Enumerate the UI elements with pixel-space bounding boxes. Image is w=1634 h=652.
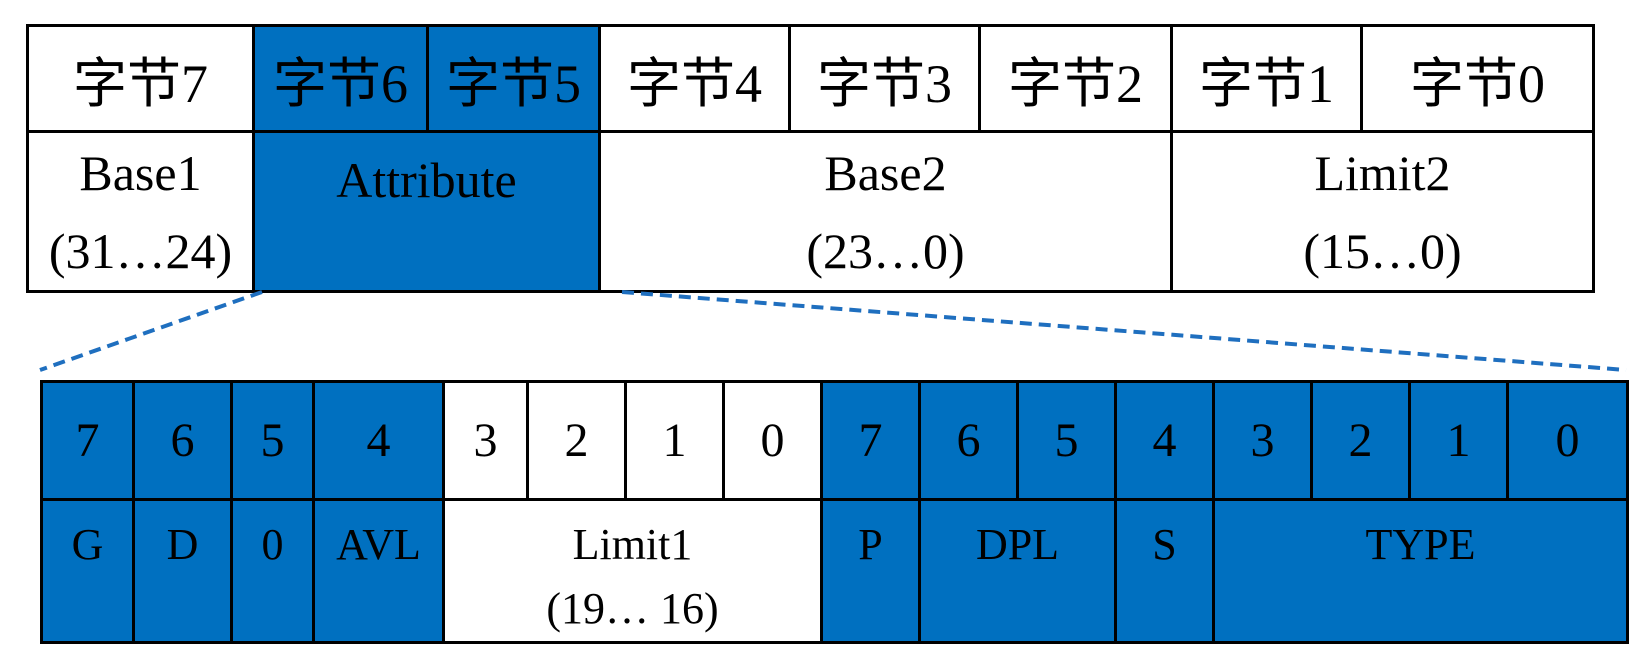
bit-cell: 2	[1310, 380, 1411, 501]
bit-cell: 6	[918, 380, 1019, 501]
field-name: Limit2	[1314, 144, 1451, 201]
bit-cell: 1	[1408, 380, 1509, 501]
bit-cell: 0	[722, 380, 823, 501]
bit-header-row: 7 6 5 4 3 2 1 0 7 6 5 4 3 2 1 0	[40, 380, 1629, 501]
bit-cell: 4	[312, 380, 445, 501]
field-attribute: Attribute	[252, 130, 601, 293]
byte-cell: 字节2	[978, 24, 1173, 133]
byte-cell: 字节5	[426, 24, 601, 133]
bit-cell: 1	[624, 380, 725, 501]
field-range: (23…0)	[806, 222, 965, 279]
bit-cell: 5	[230, 380, 315, 501]
byte-cell: 字节1	[1170, 24, 1363, 133]
field-zero: 0	[230, 498, 315, 644]
bit-cell: 7	[40, 380, 135, 501]
bit-cell: 0	[1506, 380, 1629, 501]
bit-cell: 7	[820, 380, 921, 501]
descriptor-field-row: Base1 (31…24) Attribute Base2 (23…0) Lim…	[26, 130, 1595, 293]
field-p: P	[820, 498, 921, 644]
byte-cell: 字节6	[252, 24, 429, 133]
bit-cell: 2	[526, 380, 627, 501]
byte-cell: 字节4	[598, 24, 791, 133]
field-name: Attribute	[336, 152, 517, 208]
bit-cell: 5	[1016, 380, 1117, 501]
byte-cell: 字节3	[788, 24, 981, 133]
field-limit1: Limit1 (19… 16)	[442, 498, 823, 644]
field-name: Base1	[79, 144, 202, 201]
field-s: S	[1114, 498, 1215, 644]
attribute-field-row: G D 0 AVL Limit1 (19… 16) P DPL S TYPE	[40, 498, 1629, 644]
connector-right	[621, 290, 1627, 372]
descriptor-table: 字节7 字节6 字节5 字节4 字节3 字节2 字节1 字节0 Base1 (3…	[26, 24, 1595, 293]
field-dpl: DPL	[918, 498, 1117, 644]
field-range: (19… 16)	[546, 584, 719, 633]
attribute-table: 7 6 5 4 3 2 1 0 7 6 5 4 3 2 1 0 G D 0 AV…	[40, 380, 1629, 644]
field-name: Limit1	[572, 520, 693, 569]
field-g: G	[40, 498, 135, 644]
field-range: (15…0)	[1303, 222, 1462, 279]
field-base2: Base2 (23…0)	[598, 130, 1173, 293]
bit-cell: 6	[132, 380, 233, 501]
field-name: Base2	[824, 144, 947, 201]
field-type: TYPE	[1212, 498, 1629, 644]
byte-cell: 字节0	[1360, 24, 1595, 133]
bit-cell: 4	[1114, 380, 1215, 501]
bit-cell: 3	[442, 380, 529, 501]
field-range: (31…24)	[48, 222, 233, 279]
field-avl: AVL	[312, 498, 445, 644]
byte-cell: 字节7	[26, 24, 255, 133]
byte-header-row: 字节7 字节6 字节5 字节4 字节3 字节2 字节1 字节0	[26, 24, 1595, 133]
connector-left	[39, 290, 263, 372]
bit-cell: 3	[1212, 380, 1313, 501]
field-base1: Base1 (31…24)	[26, 130, 255, 293]
field-limit2: Limit2 (15…0)	[1170, 130, 1595, 293]
field-d: D	[132, 498, 233, 644]
